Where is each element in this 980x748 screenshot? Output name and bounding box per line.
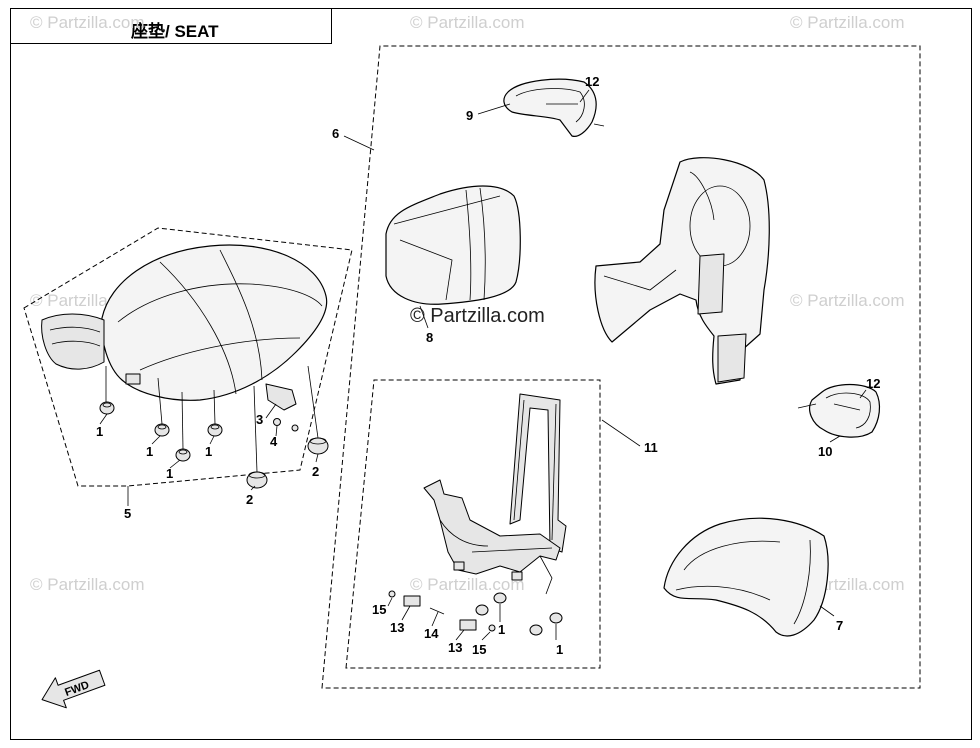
clip (459, 619, 477, 631)
grommet (207, 423, 223, 437)
backrest-cover (663, 517, 829, 637)
backrest-shell (594, 157, 770, 385)
seat-cushion (41, 244, 328, 411)
handle-pad-right (809, 383, 881, 438)
callout: 2 (312, 464, 319, 479)
nut (475, 604, 489, 616)
callout: 2 (246, 492, 253, 507)
callout: 4 (270, 434, 278, 449)
clip (403, 595, 421, 607)
watermark: © Partzilla.com (30, 13, 145, 32)
title-box: 座垫/ SEAT (10, 8, 332, 44)
screw (388, 590, 396, 598)
backrest-frame (423, 393, 567, 595)
watermark: © Partzilla.com (410, 575, 525, 594)
callout: 1 (166, 466, 173, 481)
nut (549, 612, 563, 624)
callout: 13 (448, 640, 462, 655)
grommet (175, 448, 191, 462)
callout: 12 (585, 74, 599, 89)
diagram-frame (10, 8, 972, 740)
bumper (246, 471, 268, 489)
watermark: © Partzilla.com (30, 575, 145, 594)
callout: 1 (498, 622, 505, 637)
washer (273, 418, 281, 426)
watermark: © Partzilla.com (790, 291, 905, 310)
nut (529, 624, 543, 636)
callout: 10 (818, 444, 832, 459)
forward-arrow-icon: FWD (41, 669, 106, 709)
grab-handle-pad (503, 78, 597, 137)
bumper (307, 437, 329, 455)
callout: 1 (556, 642, 563, 657)
grommet (99, 401, 115, 415)
callout: 1 (96, 424, 103, 439)
callout: 9 (466, 108, 473, 123)
callout: 5 (124, 506, 131, 521)
backrest-cushion (385, 185, 521, 305)
callout: 6 (332, 126, 339, 141)
page-title: 座垫/ SEAT (131, 22, 219, 41)
screw (488, 624, 496, 632)
group-outline-11 (345, 379, 601, 669)
callout: 15 (372, 602, 386, 617)
callout: 1 (205, 444, 212, 459)
callout: 11 (644, 440, 658, 455)
nut (493, 592, 507, 604)
watermark-center: © Partzilla.com (410, 305, 545, 327)
callout: 15 (472, 642, 486, 657)
group-outline-6 (321, 45, 921, 689)
callout: 12 (866, 376, 880, 391)
callout: 3 (256, 412, 263, 427)
watermark: © Partzilla.com (790, 13, 905, 32)
grommet (154, 423, 170, 437)
callout: 13 (390, 620, 404, 635)
watermark: © Partzilla.com (410, 13, 525, 32)
callout: 7 (836, 618, 843, 633)
callout: 14 (424, 626, 439, 641)
washer (291, 424, 299, 432)
callout: 1 (146, 444, 153, 459)
callout: 8 (426, 330, 433, 345)
group-outline-5 (23, 227, 353, 487)
